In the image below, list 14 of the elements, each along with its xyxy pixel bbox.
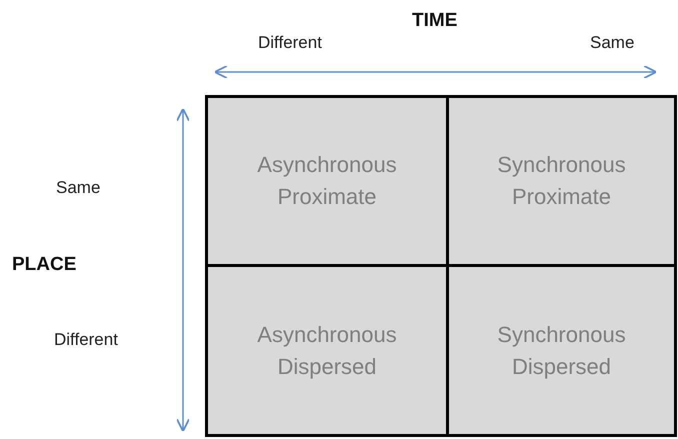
axis-title: PLACE xyxy=(12,254,76,276)
matrix-cell xyxy=(449,98,674,264)
matrix-cell xyxy=(449,267,674,434)
axis-value: Different xyxy=(54,330,118,350)
matrix-cell xyxy=(208,267,446,434)
cell-text: Asynchronous Proximate xyxy=(256,151,398,211)
cell-text: Synchronous Proximate xyxy=(496,151,627,211)
cell-text: Synchronous Dispersed xyxy=(496,320,627,381)
axis-value: Same xyxy=(590,33,634,53)
axis-title: TIME xyxy=(412,10,458,32)
axis-value: Different xyxy=(258,33,322,53)
cell-text: Asynchronous Dispersed xyxy=(256,320,398,381)
axis-value: Same xyxy=(56,178,100,198)
matrix-cell xyxy=(208,98,446,264)
